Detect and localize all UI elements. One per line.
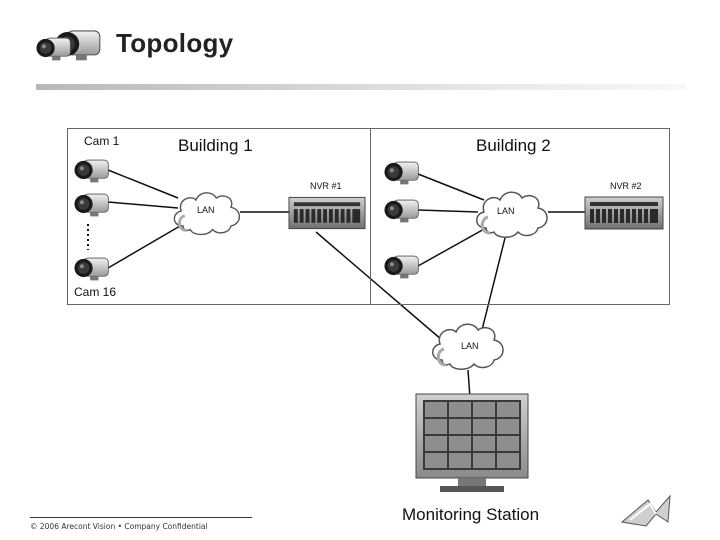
camera-first-label: Cam 1 (84, 134, 120, 148)
footer-text: © 2006 Arecont Vision • Company Confiden… (30, 522, 208, 531)
building-1-frame (67, 128, 370, 305)
camera-last-label: Cam 16 (74, 285, 117, 299)
nvr-2-label: NVR #2 (610, 181, 642, 191)
cam1-to-lan1 (107, 169, 179, 199)
nvr-1-label: NVR #1 (310, 181, 342, 191)
lan-1-label: LAN (197, 205, 215, 215)
connection-lines (107, 169, 588, 399)
cam-b2c-to-lan2 (417, 227, 487, 267)
cam2-to-lan1 (107, 201, 179, 209)
lan-2-label: LAN (497, 206, 515, 216)
lan3-to-station (467, 369, 471, 399)
monitor-icon (415, 393, 529, 492)
cam16-to-lan1 (107, 225, 181, 269)
monitoring-station-label: Monitoring Station (402, 505, 540, 524)
logo-icon (620, 494, 671, 527)
building-2-label: Building 2 (476, 136, 551, 155)
cam-b2b-to-lan2 (417, 209, 479, 213)
footer-rule (30, 517, 252, 518)
building-2-frame (370, 128, 670, 305)
cam-b2a-to-lan2 (417, 173, 485, 201)
page-title: Topology (116, 28, 234, 58)
header-camera-icon (36, 30, 101, 61)
lan2-to-lan3 (481, 233, 507, 331)
building-1-label: Building 1 (178, 136, 253, 155)
nvr1-to-lan3 (315, 231, 443, 341)
title-underline (36, 84, 686, 90)
lan-3-label: LAN (461, 341, 479, 351)
